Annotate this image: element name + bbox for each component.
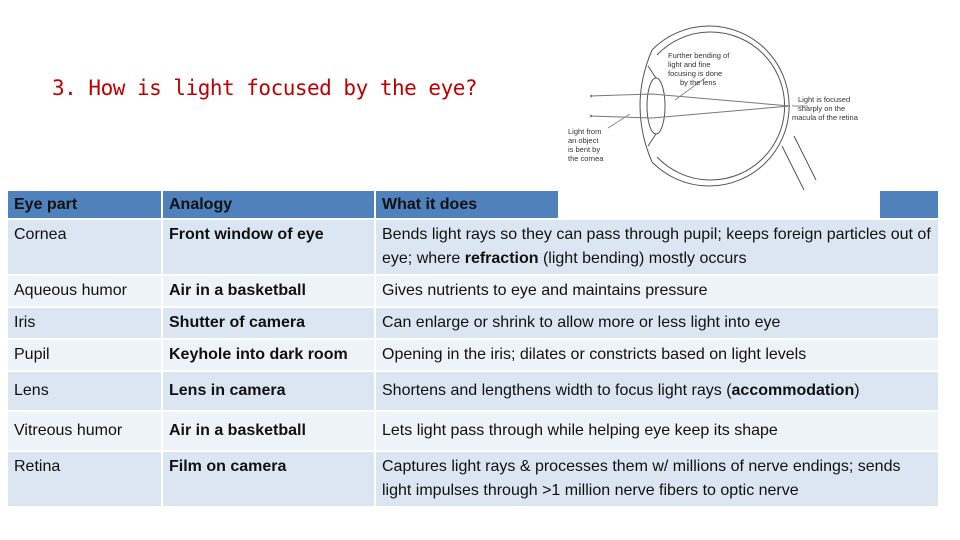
label-retina-focus: Light is focused sharply on the macula o… — [792, 95, 859, 122]
cell-does: Opening in the iris; dilates or constric… — [376, 340, 940, 372]
cell-part: Lens — [8, 372, 163, 412]
svg-text:macula of the retina: macula of the retina — [792, 113, 859, 122]
cell-part: Vitreous humor — [8, 412, 163, 452]
svg-text:Further bending of: Further bending of — [668, 51, 730, 60]
cell-analogy: Shutter of camera — [163, 308, 376, 340]
cell-does: Bends light rays so they can pass throug… — [376, 220, 940, 276]
svg-text:an object: an object — [568, 136, 599, 145]
table-row: Iris Shutter of camera Can enlarge or sh… — [8, 308, 940, 340]
header-what-it-does-label: What it does — [376, 191, 558, 218]
cell-part: Cornea — [8, 220, 163, 276]
cell-analogy: Air in a basketball — [163, 412, 376, 452]
cell-analogy: Air in a basketball — [163, 276, 376, 308]
svg-text:by the lens: by the lens — [680, 78, 717, 87]
svg-text:light and fine: light and fine — [668, 60, 711, 69]
cell-analogy: Front window of eye — [163, 220, 376, 276]
cell-does: Lets light pass through while helping ey… — [376, 412, 940, 452]
cell-part: Aqueous humor — [8, 276, 163, 308]
header-what-it-does: What it does — [376, 191, 940, 220]
table-row: Aqueous humor Air in a basketball Gives … — [8, 276, 940, 308]
svg-text:sharply on the: sharply on the — [798, 104, 845, 113]
label-cornea-bend: Light from an object is bent by the corn… — [568, 127, 604, 163]
cell-does: Can enlarge or shrink to allow more or l… — [376, 308, 940, 340]
table-header-row: Eye part Analogy What it does — [8, 191, 940, 220]
svg-text:focusing is done: focusing is done — [668, 69, 722, 78]
cell-does: Gives nutrients to eye and maintains pre… — [376, 276, 940, 308]
svg-text:›: › — [590, 111, 593, 120]
header-eye-part: Eye part — [8, 191, 163, 220]
cell-analogy: Lens in camera — [163, 372, 376, 412]
svg-text:›: › — [590, 91, 593, 100]
cell-analogy: Film on camera — [163, 452, 376, 508]
cell-analogy: Keyhole into dark room — [163, 340, 376, 372]
slide-title: 3. How is light focused by the eye? — [52, 76, 478, 100]
cell-does: Shortens and lengthens width to focus li… — [376, 372, 940, 412]
cell-part: Retina — [8, 452, 163, 508]
svg-text:the cornea: the cornea — [568, 154, 604, 163]
table-row: Cornea Front window of eye Bends light r… — [8, 220, 940, 276]
cell-part: Iris — [8, 308, 163, 340]
eye-parts-table: Eye part Analogy What it does Cornea Fro… — [8, 191, 940, 508]
label-lens-focusing: Further bending of light and fine focusi… — [668, 51, 730, 87]
table-row: Retina Film on camera Captures light ray… — [8, 452, 940, 508]
cell-does: Captures light rays & processes them w/ … — [376, 452, 940, 508]
table-row: Vitreous humor Air in a basketball Lets … — [8, 412, 940, 452]
svg-text:Light from: Light from — [568, 127, 601, 136]
table-row: Lens Lens in camera Shortens and lengthe… — [8, 372, 940, 412]
table-row: Pupil Keyhole into dark room Opening in … — [8, 340, 940, 372]
cell-part: Pupil — [8, 340, 163, 372]
header-analogy: Analogy — [163, 191, 376, 220]
svg-text:Light is focused: Light is focused — [798, 95, 850, 104]
svg-text:is bent by: is bent by — [568, 145, 600, 154]
eye-diagram: › › Further bending of light and fine fo… — [568, 25, 859, 191]
